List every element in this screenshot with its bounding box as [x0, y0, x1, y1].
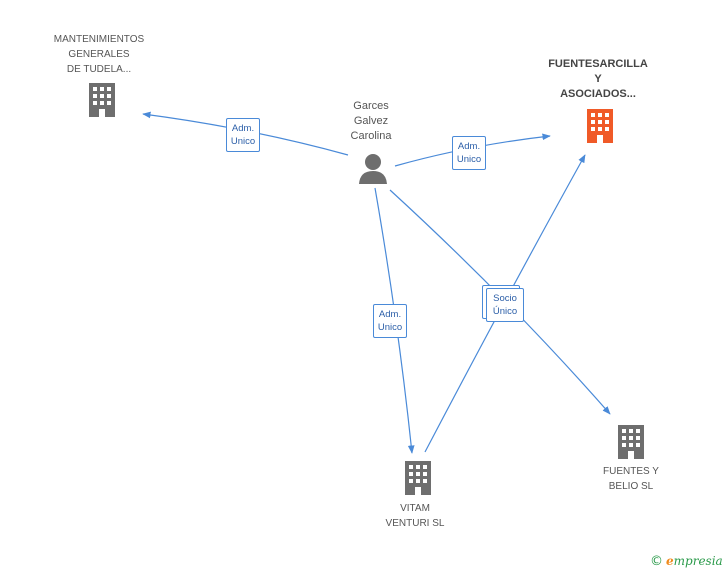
person-icon[interactable]: [358, 153, 388, 185]
node-label-garces[interactable]: Garces Galvez Carolina: [350, 100, 392, 142]
building-icon[interactable]: [402, 460, 434, 496]
building-icon-highlighted[interactable]: [584, 108, 616, 144]
node-label-mantenimientos[interactable]: MANTENIMIENTOS GENERALES DE TUDELA...: [53, 34, 145, 75]
edge-label-adm-unico[interactable]: Adm. Unico: [373, 304, 407, 338]
building-icon[interactable]: [615, 424, 647, 460]
node-label-fuentesarcilla[interactable]: FUENTESARCILLA Y ASOCIADOS...: [548, 58, 648, 100]
empresia-logo: ©empresia: [650, 554, 723, 569]
building-icon[interactable]: [86, 82, 118, 118]
node-label-fuentes-belio[interactable]: FUENTES Y BELIO SL: [603, 466, 659, 492]
edge-label-socio-unico[interactable]: Socio Único: [486, 288, 524, 322]
node-label-vitam[interactable]: VITAM VENTURI SL: [385, 503, 445, 529]
edge-label-adm-unico[interactable]: Adm. Unico: [226, 118, 260, 152]
edge-label-adm-unico[interactable]: Adm. Unico: [452, 136, 486, 170]
copyright-icon: ©: [650, 554, 663, 569]
